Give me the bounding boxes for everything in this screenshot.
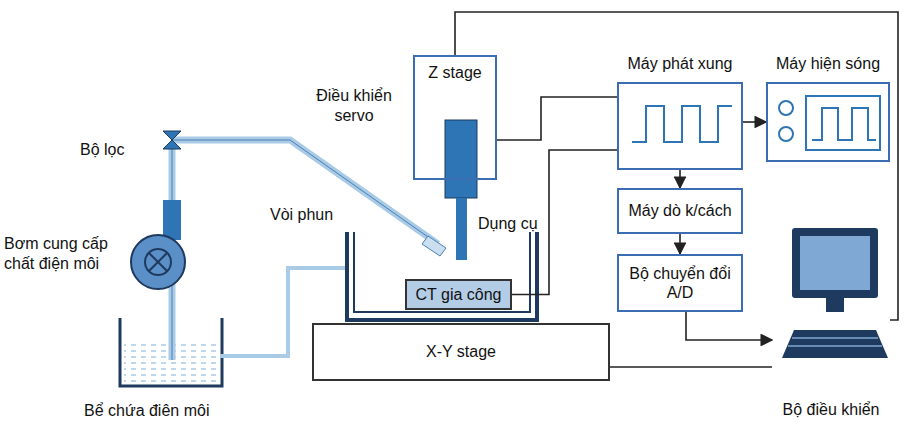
servo-actuator [445, 120, 477, 198]
distance-detector-box: Máy dò k/cách [617, 188, 743, 234]
scope-knob [779, 101, 793, 115]
connector [679, 234, 681, 254]
work-tank-inner [354, 232, 530, 312]
nozzle-tip [422, 236, 446, 256]
pump-label: Bơm cung cấp chất điện môi [4, 234, 134, 274]
monitor-stand [826, 298, 844, 312]
tank-label: Bể chứa điên môi [84, 401, 274, 421]
connector [497, 97, 617, 140]
keyboard-keys [788, 338, 882, 346]
scope-wave [812, 108, 876, 140]
box-label: X-Y stage [426, 342, 496, 361]
servo-label: Điều khiển servo [300, 86, 408, 126]
pulse-generator-box: Máy phát xung [617, 82, 743, 170]
controller-computer: Bộ điều khiển [772, 225, 890, 421]
connector [743, 121, 766, 123]
box-label: CT gia công [416, 285, 502, 304]
box-heading: Máy phát xung [609, 54, 751, 73]
tool-electrode [456, 198, 467, 260]
box-label: Bộ chuyển đổi A/D [625, 264, 735, 302]
box-label: Máy dò k/cách [628, 201, 731, 220]
scope-screen [806, 96, 880, 150]
box-label: Z stage [428, 63, 481, 82]
workpiece-box: CT gia công [405, 279, 512, 310]
filter-label: Bộ lọc [80, 140, 160, 160]
ad-converter-box: Bộ chuyển đổi A/D [617, 254, 743, 312]
oscilloscope-box: Máy hiện sóng [766, 82, 890, 162]
connector [455, 12, 898, 320]
pipe-segment [163, 200, 181, 240]
box-label: Bộ điều khiển [783, 400, 880, 419]
scope-knob [779, 127, 793, 141]
pump-rotor [145, 249, 171, 275]
monitor [792, 228, 878, 298]
monitor-screen [800, 236, 870, 290]
pump-cross [149, 253, 167, 271]
xy-stage-box: X-Y stage [312, 323, 610, 381]
connector [679, 170, 681, 188]
tool-label: Dụng cụ [478, 214, 538, 234]
box-heading: Máy hiện sóng [758, 54, 898, 73]
keyboard [782, 330, 888, 358]
filter-symbol [163, 131, 181, 149]
pump-symbol [131, 235, 185, 289]
connector [686, 312, 772, 340]
pulse-wave [632, 106, 732, 142]
work-tank [347, 232, 537, 320]
z-stage-box: Z stage [413, 55, 497, 180]
nozzle-label: Vòi phun [270, 205, 350, 225]
connector [610, 366, 772, 368]
